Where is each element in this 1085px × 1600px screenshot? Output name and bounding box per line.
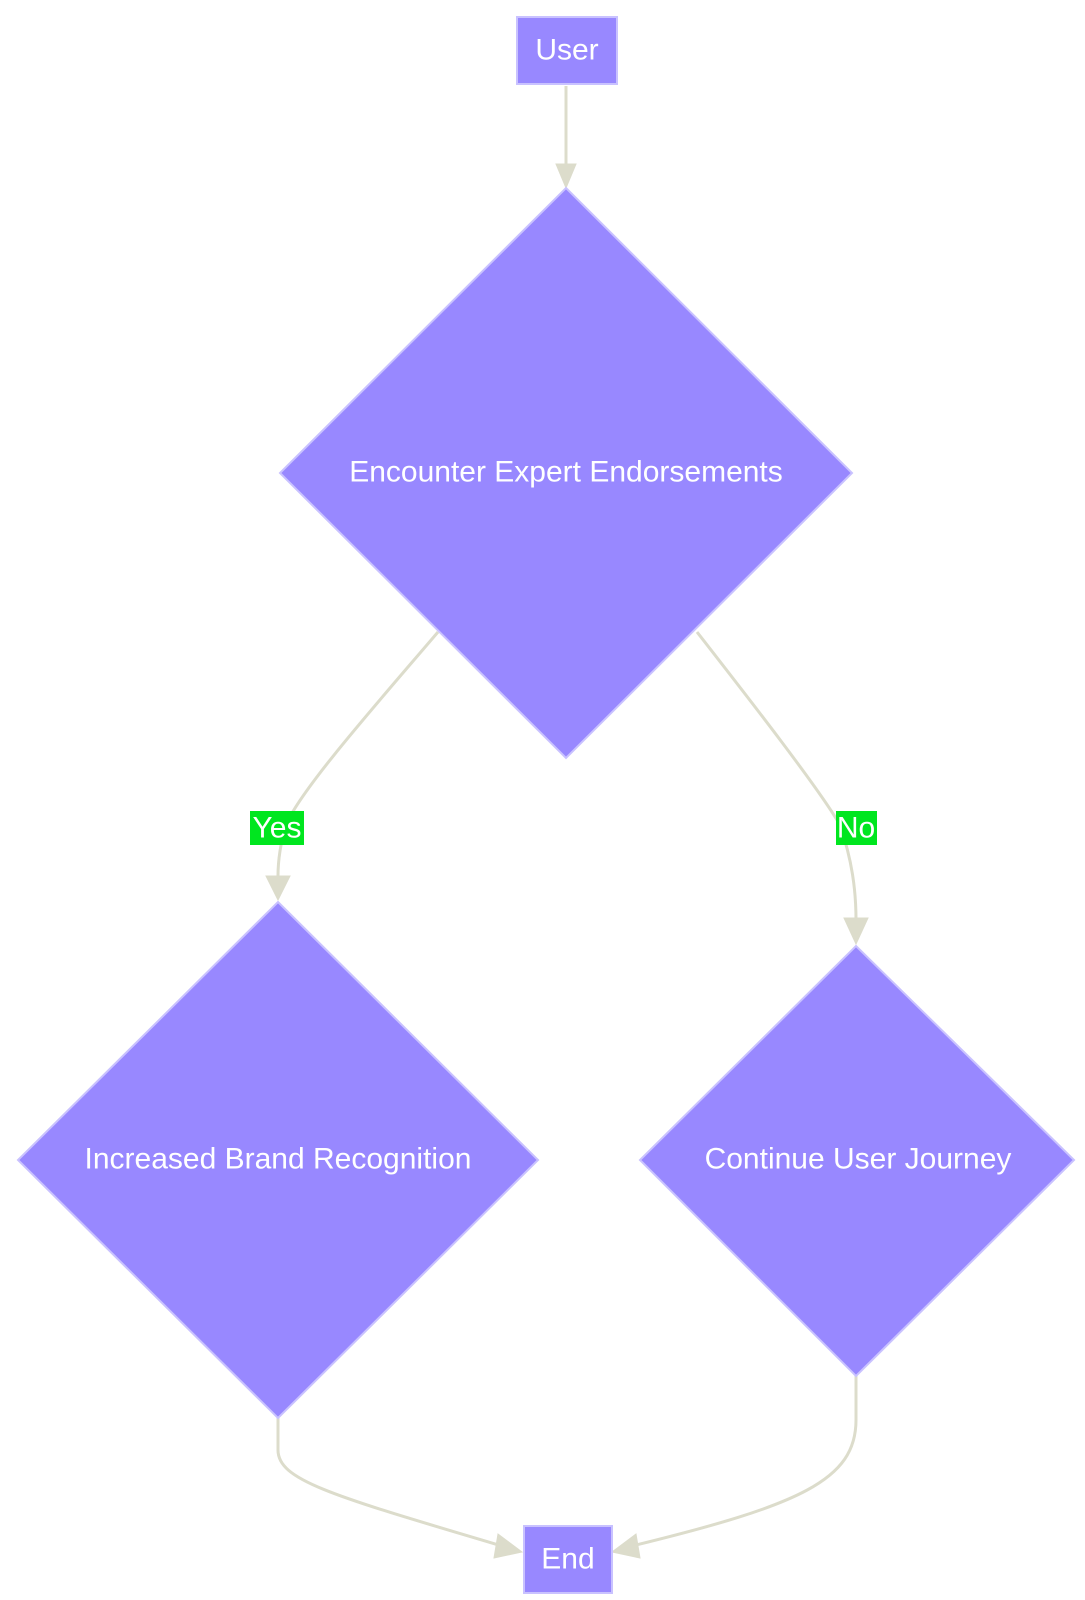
node-user-box	[516, 16, 618, 85]
decision-diamond	[638, 944, 1076, 1378]
arrow-head	[555, 163, 577, 190]
edge-encounter-to-brand	[276, 631, 440, 877]
node-end-label: End	[541, 1543, 594, 1576]
arrow-head	[493, 1533, 524, 1559]
edge-label-text: Yes	[253, 812, 302, 845]
decision-diamond	[16, 900, 540, 1420]
arrow-head	[265, 875, 291, 902]
node-user-label: User	[535, 34, 598, 67]
edge-label-no: No	[836, 811, 877, 845]
node-journey-label: Continue User Journey	[705, 1143, 1012, 1176]
edge-label-background	[250, 811, 304, 845]
edges	[265, 86, 869, 1559]
edge-label-background	[836, 811, 877, 845]
edge-encounter-to-journey	[695, 631, 858, 921]
edge-label-yes: Yes	[250, 811, 304, 845]
edge-brand-to-end	[276, 1418, 503, 1548]
edge-journey-to-end	[631, 1376, 858, 1548]
node-encounter-expert-endorsements[interactable]: Encounter Expert Endorsements	[278, 186, 854, 760]
arrow-head	[610, 1533, 641, 1559]
node-end-box	[523, 1525, 613, 1594]
node-encounter-label: Encounter Expert Endorsements	[349, 456, 783, 489]
node-end[interactable]: End	[523, 1525, 613, 1594]
edge-label-text: No	[837, 812, 875, 845]
node-user[interactable]: User	[516, 16, 618, 85]
decision-diamond	[278, 186, 854, 760]
node-increased-brand-recognition[interactable]: Increased Brand Recognition	[16, 900, 540, 1420]
arrow-head	[843, 917, 869, 946]
node-continue-user-journey[interactable]: Continue User Journey	[638, 944, 1076, 1378]
node-brand-label: Increased Brand Recognition	[85, 1143, 472, 1176]
